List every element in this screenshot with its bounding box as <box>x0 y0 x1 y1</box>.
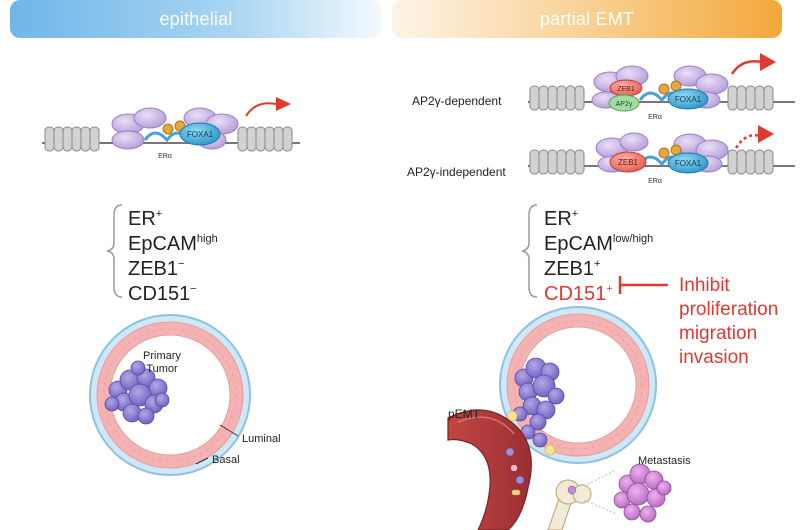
marker-zeb1: ZEB1+ <box>544 258 600 280</box>
marker-zeb1: ZEB1− <box>128 258 184 280</box>
zoom-line-lower <box>583 499 617 515</box>
er-alpha-label: ERα <box>158 153 172 160</box>
foxa1-label: FOXA1 <box>675 159 702 168</box>
nucleosome-cluster-left <box>44 126 100 152</box>
epithelial-header: epithelial <box>10 0 382 38</box>
transcription-arrow-line <box>245 102 277 117</box>
inhibit-text-block: Inhibit proliferation migration invasion <box>679 275 778 368</box>
partial-emt-header-label: partial EMT <box>539 8 635 29</box>
nucleosome-cluster-right <box>727 85 774 111</box>
nucleosome-cluster-right <box>237 126 293 152</box>
inhibition-symbol <box>618 276 668 294</box>
zoom-line-upper <box>583 469 617 487</box>
primary-tumor <box>104 360 170 425</box>
bone-lesion-cell <box>567 485 577 495</box>
metastasis-label: Metastasis <box>638 455 691 467</box>
right-marker-list: ER+ EpCAMlow/high ZEB1+ CD151+ <box>520 204 653 305</box>
zeb1-protein <box>609 151 647 173</box>
luminal-label: Luminal <box>242 433 281 445</box>
inhibit-line: Inhibit <box>679 275 730 296</box>
luminal-pointer <box>219 424 239 437</box>
weak-transcription-arrow <box>734 134 761 149</box>
zeb1-label: ZEB1 <box>617 86 635 93</box>
metastasis-cluster <box>613 463 672 523</box>
ap2-dependent-label: AP2γ-dependent <box>412 94 502 108</box>
strong-transcription-arrowhead <box>760 53 776 71</box>
marker-er: ER+ <box>128 208 162 230</box>
marker-cd151: CD151+ <box>544 283 613 305</box>
luminal-cells <box>103 328 237 462</box>
partial-emt-header: partial EMT <box>392 0 782 38</box>
foxa1-protein <box>667 152 709 174</box>
right-chromatin-complex-1: ZEB1 AP2γ FOXA1 ERα <box>528 53 795 121</box>
er-alpha-label: ERα <box>648 178 662 185</box>
transcription-arrowhead <box>276 97 291 111</box>
foxa1-protein <box>667 88 709 110</box>
blood-vessel <box>447 409 532 530</box>
invasion-line: invasion <box>679 347 749 368</box>
foxa1-protein <box>179 122 221 146</box>
marker-epcam: EpCAMlow/high <box>544 233 653 255</box>
ligand-dot <box>658 147 670 159</box>
pemt-label: pEMT <box>448 407 481 421</box>
ap2-independent-label: AP2γ-independent <box>407 165 506 179</box>
nucleosome-cluster-right <box>727 149 774 175</box>
basal-pointer <box>195 457 209 465</box>
marker-er: ER+ <box>544 208 578 230</box>
basal-label: Basal <box>212 454 240 466</box>
strong-transcription-arrow <box>730 60 763 75</box>
migration-line: migration <box>679 323 757 344</box>
ap2-gamma-protein <box>608 94 640 112</box>
luminal-cells <box>513 320 643 450</box>
tumor-label: Tumor <box>146 363 178 375</box>
ligand-dot <box>162 123 174 135</box>
right-duct <box>499 306 657 464</box>
marker-epcam: EpCAMhigh <box>128 233 218 255</box>
bone <box>547 479 592 530</box>
left-brace <box>105 204 123 298</box>
er-alpha-label: ERα <box>648 114 662 121</box>
foxa1-label: FOXA1 <box>675 95 702 104</box>
weak-transcription-arrowhead <box>758 125 774 143</box>
nucleosome-cluster-left <box>529 85 585 111</box>
left-duct: Primary Tumor Luminal Basal <box>89 314 281 476</box>
foxa1-label: FOXA1 <box>187 130 214 139</box>
primary-label: Primary <box>143 350 181 362</box>
proliferation-line: proliferation <box>679 299 778 320</box>
ap2-gamma-label: AP2γ <box>616 101 633 108</box>
zeb1-label: ZEB1 <box>618 158 639 167</box>
marker-cd151: CD151− <box>128 283 197 305</box>
left-chromatin-complex: FOXA1 ERα <box>42 97 300 160</box>
right-chromatin-complex-2: ZEB1 FOXA1 ERα <box>528 125 795 185</box>
ligand-dot <box>658 83 670 95</box>
circulating-cells <box>505 447 525 496</box>
epithelial-header-label: epithelial <box>159 8 233 29</box>
left-marker-list: ER+ EpCAMhigh ZEB1− CD151− <box>105 204 218 305</box>
nucleosome-cluster-left <box>529 149 585 175</box>
right-brace <box>520 204 538 298</box>
invading-tumor <box>512 357 565 448</box>
